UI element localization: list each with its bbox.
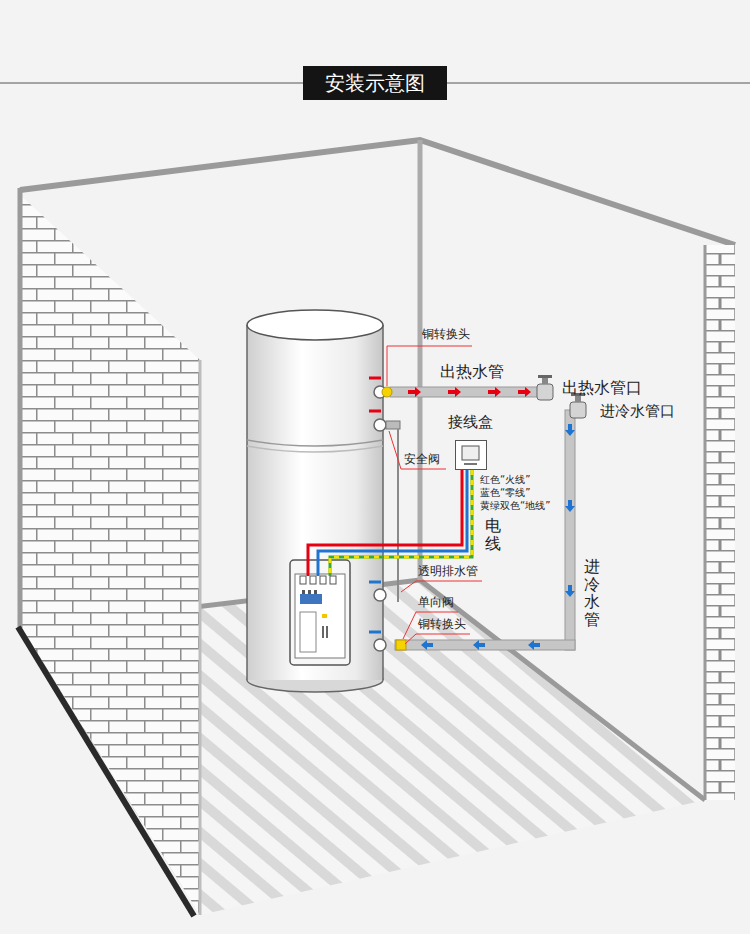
terminal	[310, 576, 316, 584]
port-label: 进冷水管口	[600, 402, 675, 420]
leader-line	[405, 634, 470, 644]
terminal	[320, 576, 326, 584]
flow-arrow	[421, 640, 433, 650]
part-label: 铜转换头	[418, 617, 466, 631]
back-corner	[418, 140, 423, 580]
earth-wire-stripe	[330, 470, 472, 576]
wall-edge	[18, 188, 23, 628]
wall-edge	[199, 360, 202, 915]
panel-inner	[295, 574, 345, 658]
flow-arrow	[473, 640, 485, 650]
screen	[462, 446, 479, 460]
part-label: 单向阀	[418, 595, 454, 609]
screen-bar	[464, 463, 477, 465]
copper-adapter	[382, 387, 392, 397]
right-wall	[705, 245, 735, 800]
flow-arrow	[518, 387, 531, 397]
panel-slot	[300, 612, 316, 652]
panel-mark	[326, 626, 328, 638]
box-heading: 接线盒	[448, 413, 493, 431]
fitting	[374, 639, 386, 651]
cold-tick	[369, 581, 381, 584]
flow-arrow	[528, 640, 540, 650]
cold-pipe	[565, 410, 575, 650]
hot-tick	[369, 410, 381, 413]
panel-block	[300, 594, 322, 604]
terminal	[330, 576, 336, 584]
leader-line	[389, 431, 446, 469]
flow-arrow	[488, 387, 501, 397]
title-text: 安装示意图	[303, 66, 447, 100]
hot-outlet-valve	[537, 384, 553, 400]
flow-arrow	[565, 500, 575, 512]
port-label: 出热水管口	[562, 378, 642, 397]
wire-label: 电线	[485, 517, 501, 552]
flow-arrow	[448, 387, 461, 397]
cold-tick	[369, 631, 381, 634]
safety-valve	[374, 419, 386, 431]
wall-floor-edge	[18, 627, 194, 916]
cold-pipe	[395, 640, 575, 650]
flow-arrow	[565, 424, 575, 436]
part-label: 安全阀	[404, 452, 440, 466]
flow-arrow	[565, 585, 575, 597]
heater-side	[382, 325, 384, 680]
wall-edge	[704, 245, 707, 800]
part-label: 铜转换头	[422, 327, 470, 341]
heater-seam	[247, 446, 383, 452]
leader-line	[401, 581, 482, 592]
panel-pin	[314, 590, 317, 594]
wire-label: 蓝色“零线”	[480, 487, 530, 499]
drain-tube	[397, 429, 399, 602]
floor-right-edge	[420, 580, 705, 800]
safety-valve-body	[386, 421, 400, 429]
pipe-label: 出热水管	[440, 362, 504, 381]
box-screen	[456, 441, 486, 469]
left-wall	[20, 195, 200, 915]
drain-outlet	[374, 589, 386, 601]
neutral-wire	[318, 470, 467, 576]
cold-inlet-valve	[570, 402, 586, 418]
junction-box: 接线盒	[455, 440, 487, 470]
hot-tick	[369, 377, 381, 380]
heater-seam	[247, 440, 383, 446]
ceiling-edge	[20, 140, 735, 245]
wire-label: 黄绿双色“地线”	[480, 500, 550, 512]
wire-label: 红色“火线”	[480, 474, 530, 486]
pipe-label: 进冷水管	[584, 558, 600, 628]
panel-pin	[302, 590, 305, 594]
heater-body	[247, 325, 383, 680]
panel-mark	[322, 626, 324, 638]
check-valve	[396, 640, 406, 650]
panel-pin	[308, 590, 311, 594]
earth-wire	[330, 470, 472, 576]
hot-pipe	[390, 387, 540, 397]
flow-arrow	[408, 387, 421, 397]
valve-handle	[542, 377, 548, 384]
heater-top	[247, 310, 383, 340]
terminal	[300, 576, 306, 584]
heater-side	[246, 325, 248, 680]
panel-led	[322, 614, 327, 618]
part-label: 透明排水管	[418, 564, 478, 578]
control-panel	[290, 560, 350, 665]
valve-handle	[538, 375, 552, 378]
